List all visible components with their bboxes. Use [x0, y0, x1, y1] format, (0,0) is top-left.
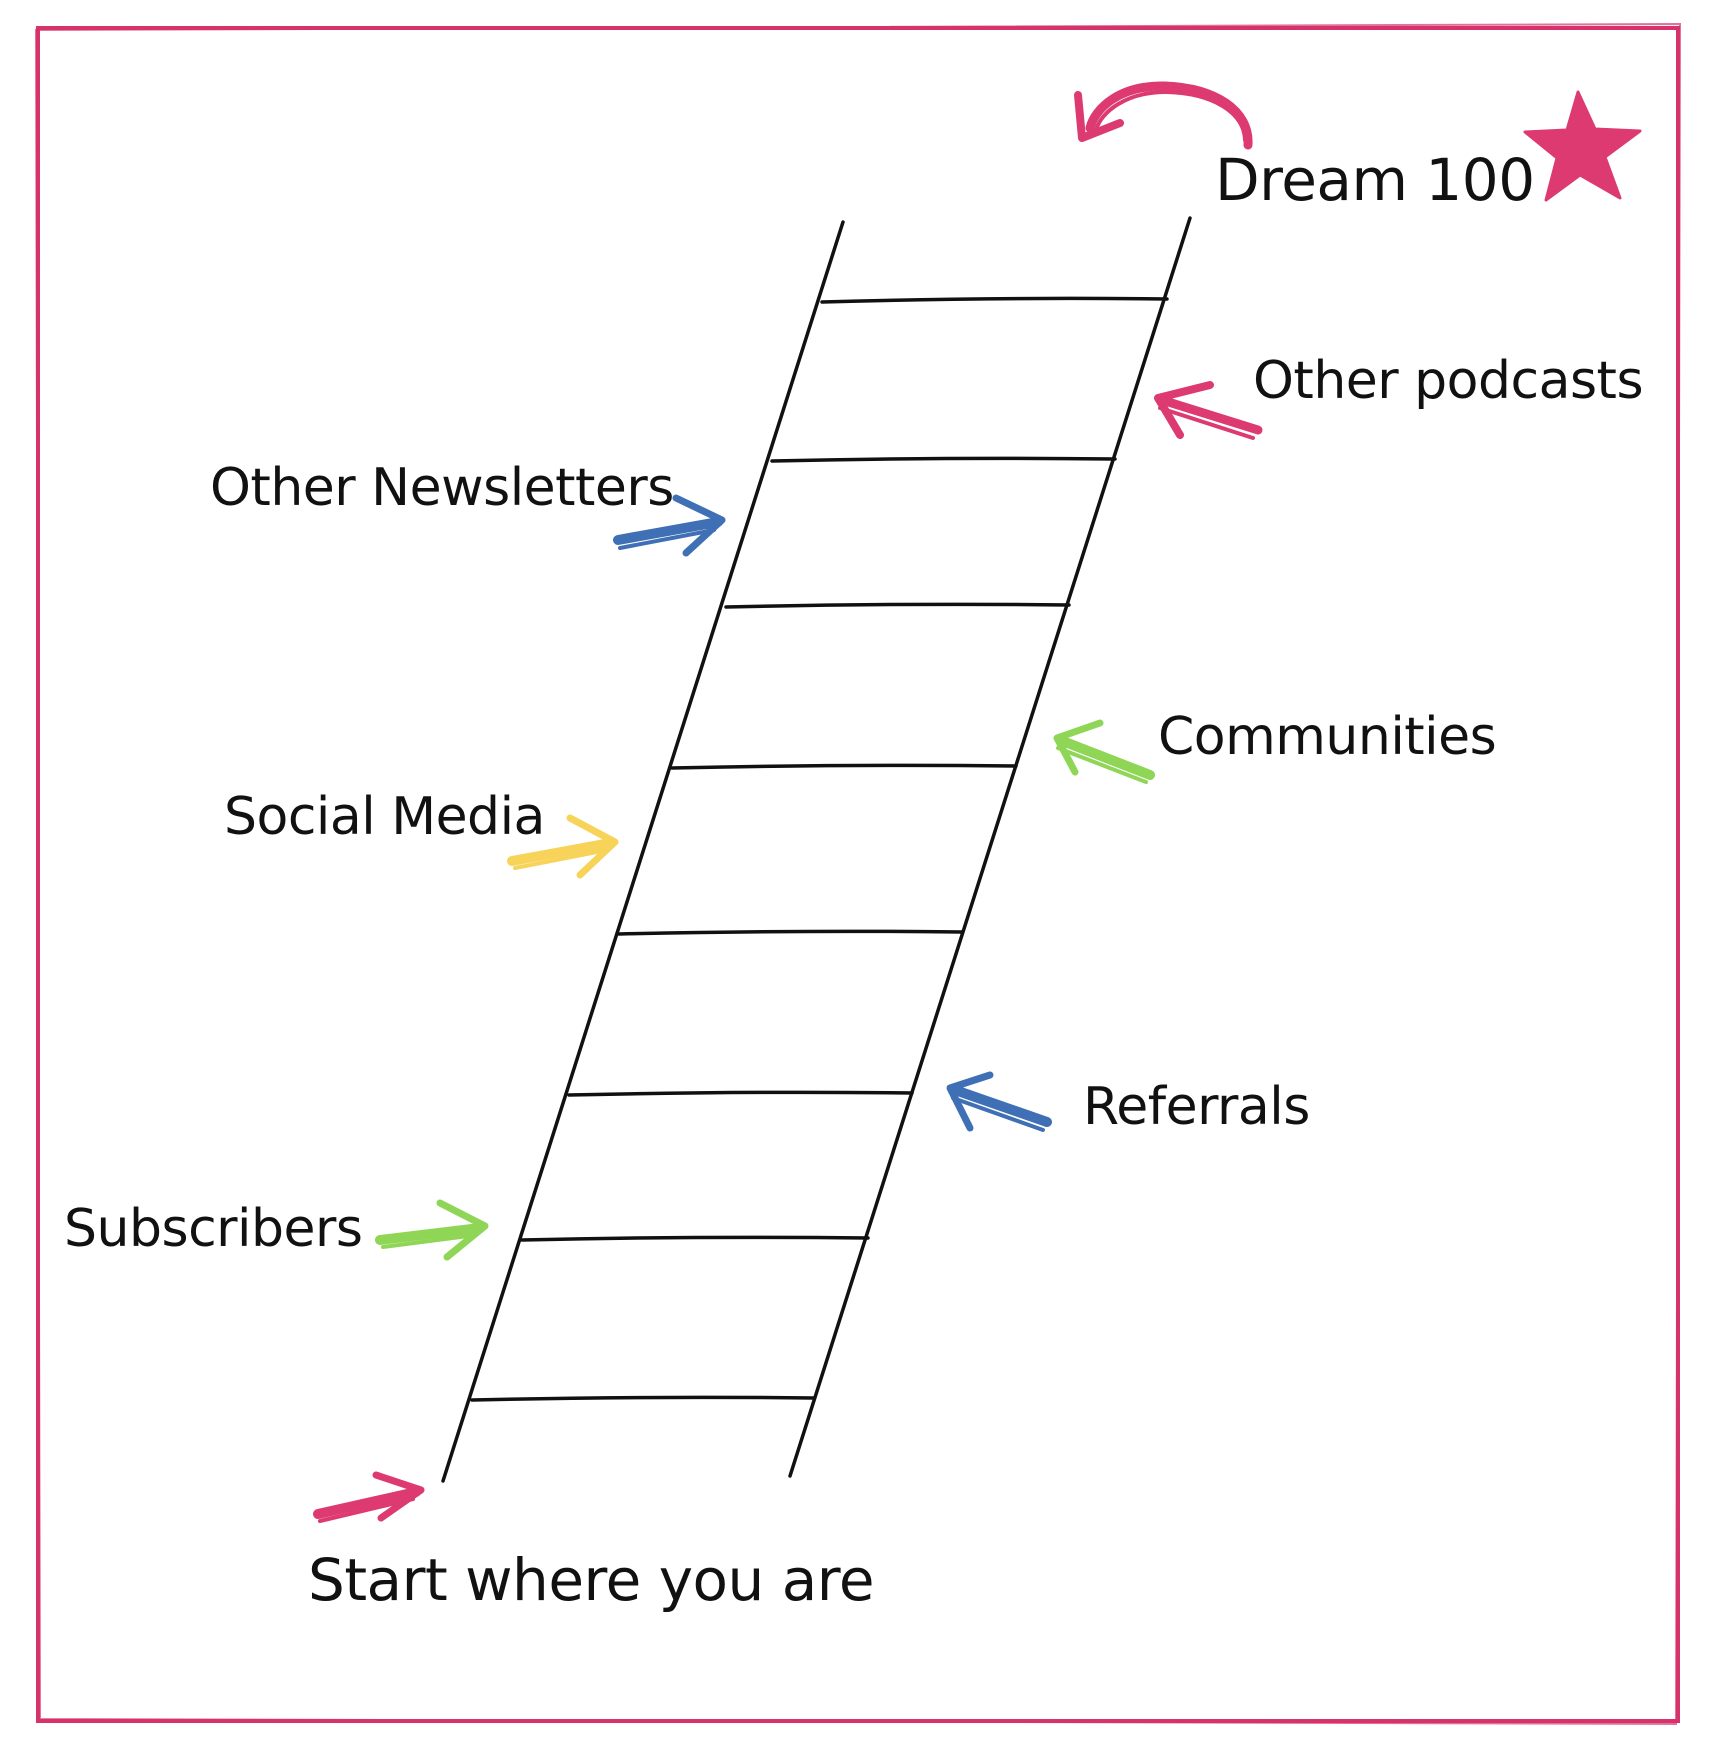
curved-arrow-icon	[1074, 81, 1253, 150]
dream-100-title: Dream 100	[1215, 146, 1535, 214]
ladder-rung-5	[617, 929, 964, 936]
label-referrals: Referrals	[1083, 1077, 1310, 1137]
ladder-left-rail	[441, 220, 845, 1483]
arrow-icon-subscribers	[375, 1199, 489, 1261]
ladder-rung-6	[567, 1090, 914, 1097]
arrow-icon-referrals	[946, 1071, 1052, 1132]
arrow-icon-other-podcasts	[1154, 381, 1263, 440]
ladder-rung-7	[520, 1235, 870, 1242]
ladder-rung-8	[470, 1395, 816, 1402]
ladder-right-rail	[788, 216, 1192, 1478]
arrow-icon-social-media	[507, 814, 619, 879]
label-start-where-you-are: Start where you are	[308, 1546, 874, 1614]
label-other-podcasts: Other podcasts	[1253, 351, 1643, 411]
ladder-rung-4	[670, 763, 1018, 770]
label-subscribers: Subscribers	[64, 1199, 362, 1259]
label-communities: Communities	[1158, 707, 1496, 767]
ladder	[441, 216, 1192, 1483]
star-icon	[1523, 90, 1642, 202]
label-social-media: Social Media	[224, 787, 545, 847]
ladder-rung-2	[770, 456, 1117, 463]
arrow-icon-communities	[1053, 719, 1155, 784]
label-other-newsletters: Other Newsletters	[210, 458, 674, 518]
arrow-icon-start	[313, 1471, 425, 1523]
ladder-rung-1	[820, 296, 1169, 304]
ladder-rung-3	[724, 602, 1071, 609]
arrow-icon-other-newsletters	[613, 494, 726, 557]
frame	[34, 22, 1682, 1726]
